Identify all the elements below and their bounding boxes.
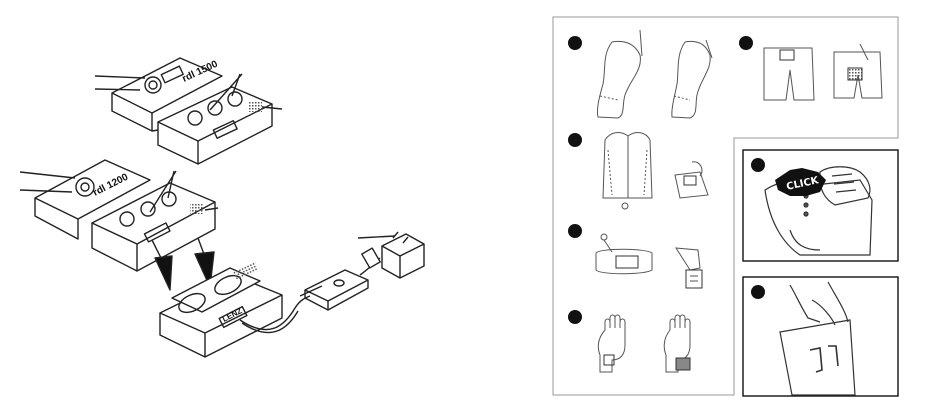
leader-line	[205, 208, 218, 210]
leader-line	[95, 76, 145, 78]
vent-grill-icon	[190, 204, 204, 214]
leader-line	[95, 89, 140, 90]
click-badge: CLICK	[775, 168, 826, 196]
step-1-marker-icon	[568, 36, 582, 50]
step-pants-illustration	[764, 44, 882, 100]
right-instruction-panel	[553, 17, 898, 396]
step-cuff-illustration	[780, 282, 855, 395]
battery-slot-icon	[616, 256, 638, 268]
leader-line	[20, 172, 75, 178]
vent-grill-icon	[248, 102, 262, 112]
battery-icon	[686, 270, 702, 288]
step-belt-illustration	[596, 234, 702, 288]
leader-line	[358, 236, 395, 238]
step-7-marker-icon	[751, 285, 765, 299]
step-3-marker-icon	[568, 133, 582, 147]
down-arrow-icon	[155, 256, 172, 290]
battery-slot-icon	[780, 50, 794, 60]
battery-slot-icon	[848, 68, 862, 80]
step-vest-illustration	[603, 133, 708, 209]
leader-line	[262, 107, 282, 109]
step-gloves-illustration	[598, 315, 690, 372]
charging-dock: LENZ	[160, 261, 282, 357]
wall-plug	[362, 232, 424, 278]
step-6-marker-icon	[751, 158, 765, 172]
step-2-marker-icon	[739, 36, 753, 50]
battery-slot-icon	[684, 176, 696, 185]
step-4-marker-icon	[568, 224, 582, 238]
battery-pack-top: rdl 1500	[112, 58, 272, 164]
battery-icon	[676, 358, 690, 370]
left-device-illustration: rdl 1500 rdl 1200	[20, 58, 424, 357]
step-socks-illustration	[597, 30, 712, 118]
step-markers	[568, 36, 765, 324]
step-5-marker-icon	[568, 310, 582, 324]
